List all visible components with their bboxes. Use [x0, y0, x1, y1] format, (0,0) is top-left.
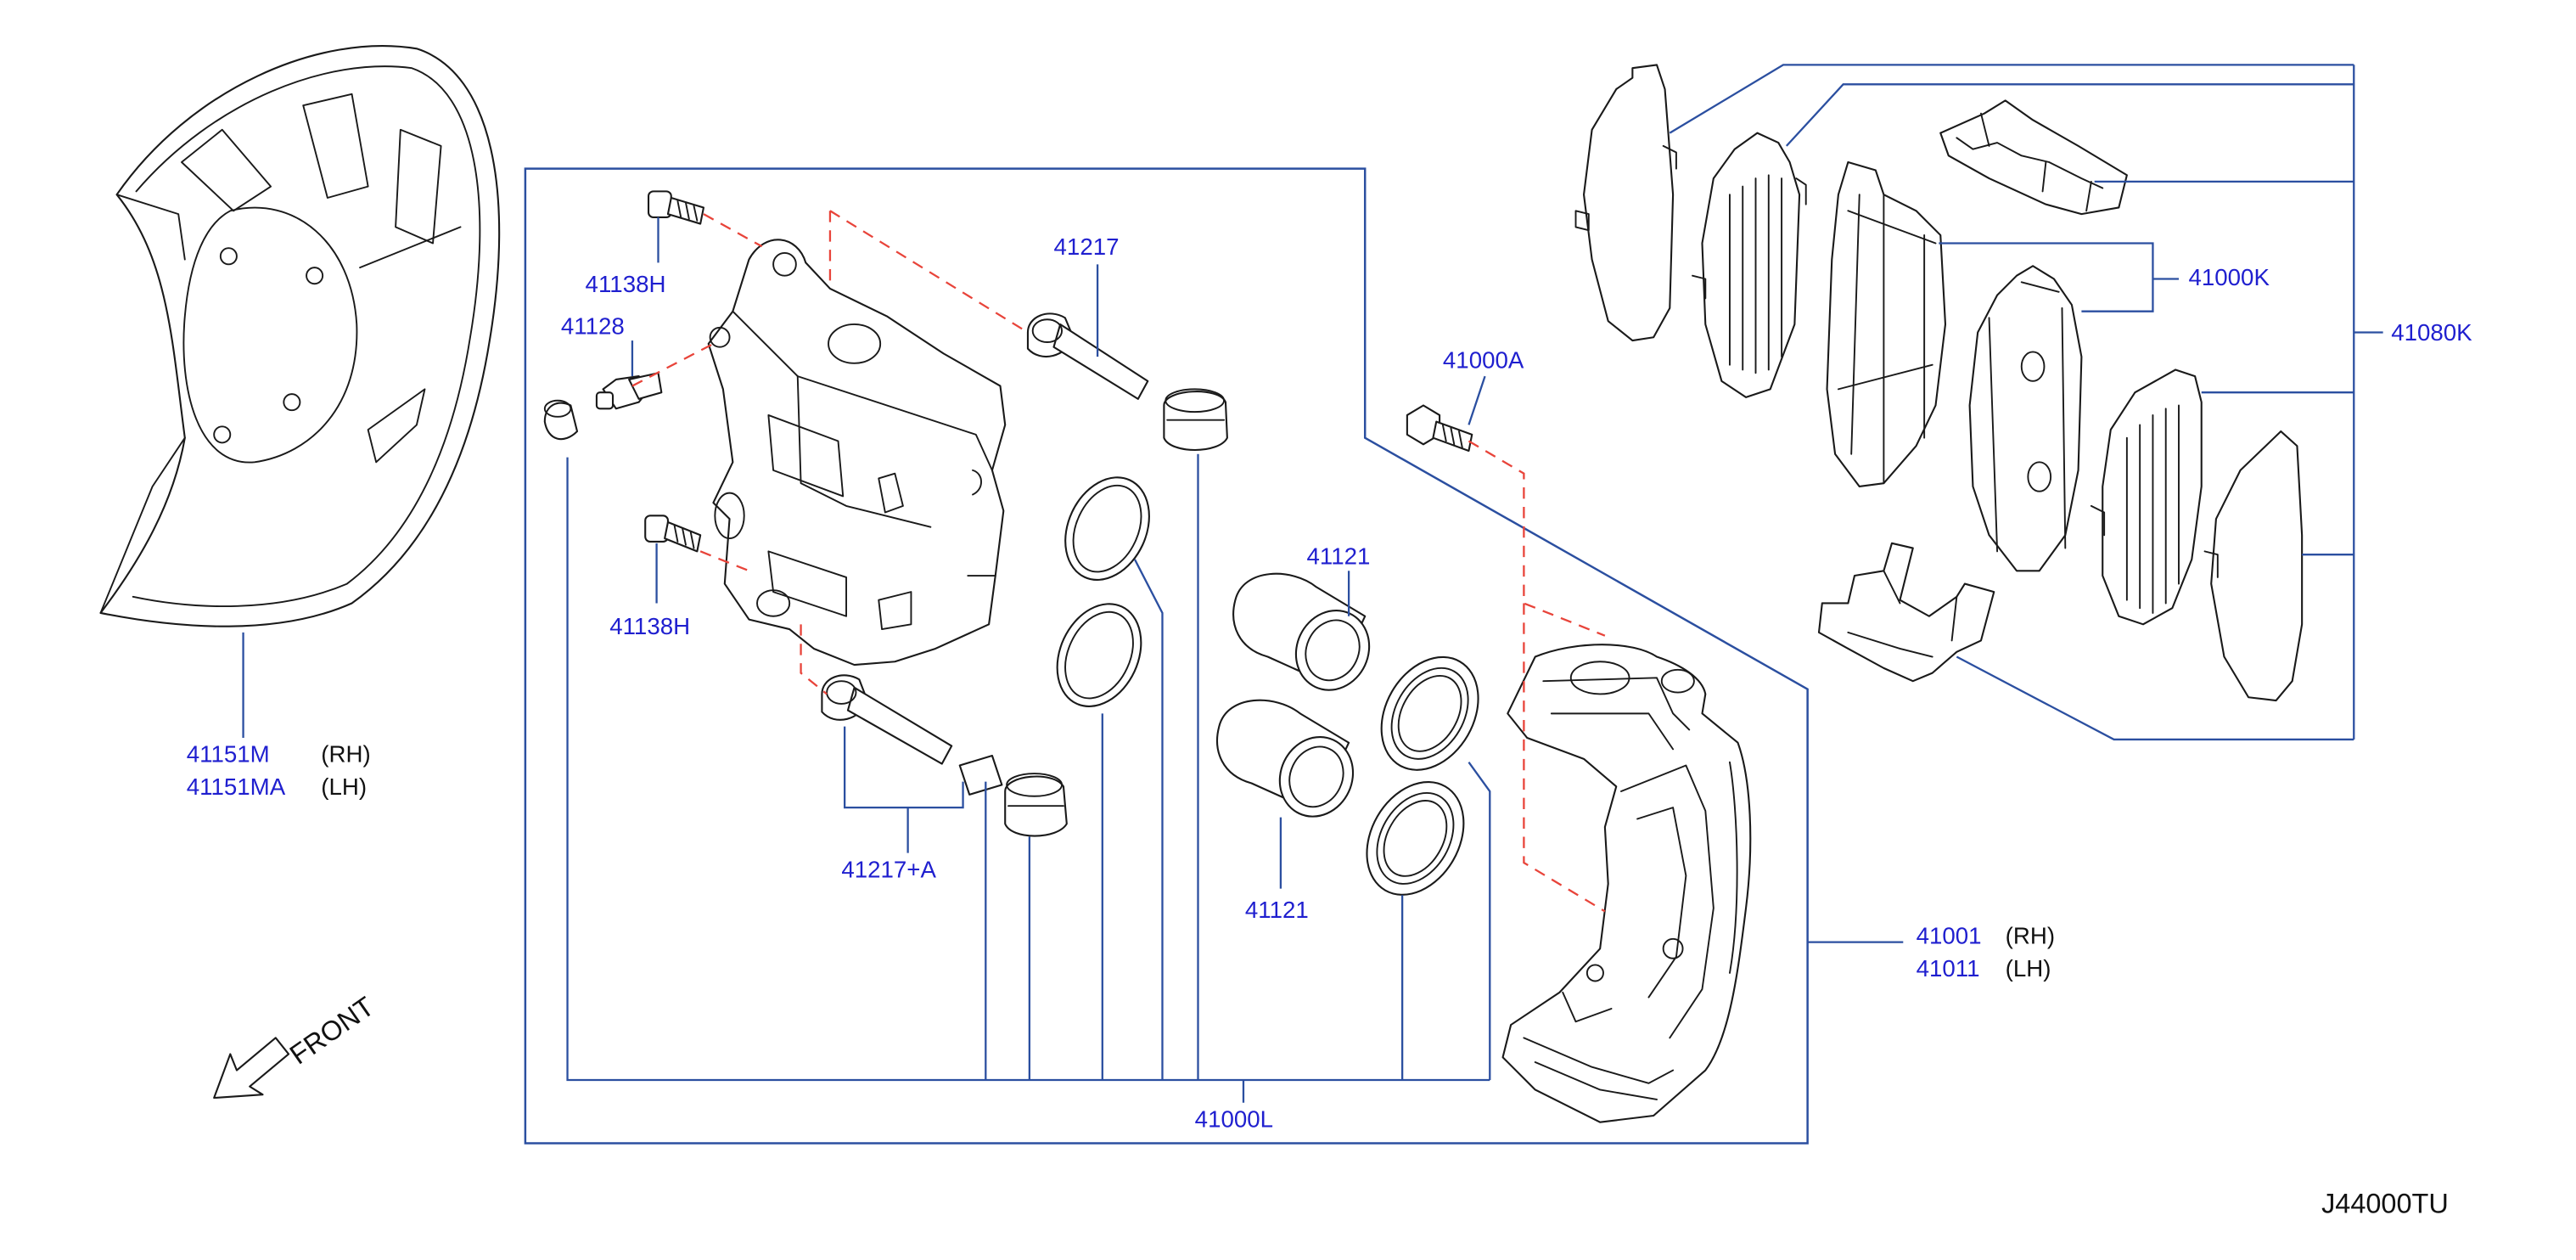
diagram-code: J44000TU: [2321, 1189, 2449, 1219]
bleeder-screw-drawing: [595, 372, 663, 410]
seal-kit-leaders: [566, 453, 1491, 1103]
callout-pin-bolt-lower: 41217+A: [841, 856, 936, 882]
caliper-body-drawing: [707, 239, 1007, 667]
callout-piston-upper: 41121: [1306, 543, 1370, 570]
callout-splash-guard-rh: 41151M: [187, 741, 270, 768]
callout-bolt-lower: 41138H: [609, 613, 690, 639]
callout-splash-guard-lh: 41151MA: [187, 773, 286, 800]
piston-upper-drawing: [1232, 572, 1371, 691]
callout-pad-kit: 41000K: [2188, 264, 2270, 290]
dust-boot-lower-drawing: [1366, 780, 1465, 896]
shim-outer-1-drawing: [1574, 64, 1677, 342]
pad-outer-drawing: [1826, 160, 1947, 488]
piston-seal-upper-drawing: [1064, 476, 1150, 581]
pad-kit-leaders: [1669, 64, 2383, 741]
callout-bolt-upper: 41138H: [586, 271, 666, 297]
callout-splash-guard-lh-side: (LH): [321, 773, 367, 800]
callout-caliper-rh-side: (RH): [2006, 923, 2055, 949]
bracket-bolt-drawing: [1406, 404, 1473, 453]
bolt-upper-drawing: [647, 190, 705, 225]
shim-outer-2-drawing: [2203, 430, 2304, 702]
installation-guide-lines: [631, 210, 1606, 913]
pad-inner-drawing: [1968, 265, 2083, 572]
bleeder-cap-drawing: [543, 399, 579, 441]
callout-caliper-bolt: 41000A: [1443, 347, 1524, 374]
callout-splash-guard-rh-side: (RH): [321, 741, 370, 768]
pin-bolt-leaders: [843, 264, 1099, 853]
shim-inner-2-drawing: [2090, 368, 2203, 626]
piston-lower-drawing: [1216, 699, 1355, 818]
callout-caliper-rh: 41001: [1917, 923, 1982, 949]
bracket-bolt-leader: [1468, 375, 1486, 425]
pad-clip-drawing: [1939, 99, 2128, 216]
splash-guard-drawing: [99, 45, 501, 627]
boot-lower-drawing: [1004, 773, 1068, 837]
sleeve-drawing: [958, 754, 1003, 796]
front-direction-arrow: [213, 1037, 290, 1100]
caliper-assembly-frame: [524, 167, 1809, 1145]
callout-caliper-lh: 41011: [1917, 955, 1980, 982]
callout-seal-kit: 41000L: [1195, 1105, 1273, 1132]
callout-hardware-kit: 41080K: [2391, 319, 2472, 346]
callout-pin-bolt-upper: 41217: [1054, 233, 1120, 260]
bolt-leaders: [655, 217, 659, 604]
bolt-lower-drawing: [644, 515, 702, 553]
callout-bleeder: 41128: [561, 312, 625, 339]
dust-boot-upper-drawing: [1380, 655, 1479, 771]
caliper-bracket-drawing: [1501, 644, 1752, 1123]
front-label: FRONT: [284, 991, 379, 1071]
pin-bolt-lower-drawing: [821, 674, 953, 765]
piston-seal-lower-drawing: [1056, 603, 1142, 707]
pin-bolt-upper-drawing: [1026, 312, 1149, 400]
callout-piston-lower: 41121: [1245, 897, 1309, 923]
boot-upper-drawing: [1163, 388, 1228, 452]
abutment-clip-drawing: [1817, 542, 1995, 683]
shim-inner-1-drawing: [1692, 132, 1807, 398]
piston-leaders: [1279, 571, 1350, 889]
callout-caliper-lh-side: (LH): [2006, 955, 2051, 982]
